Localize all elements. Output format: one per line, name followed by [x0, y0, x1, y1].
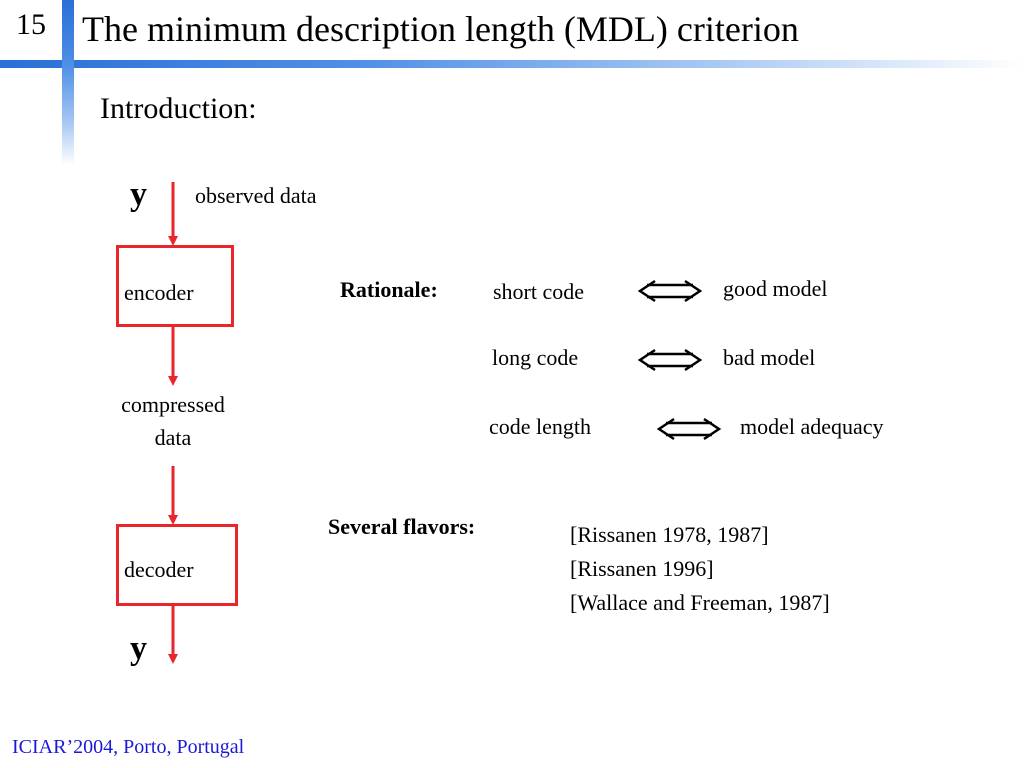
rationale-left-2: long code	[492, 345, 579, 370]
reference-list: [Rissanen 1978, 1987] [Rissanen 1996] [W…	[570, 518, 830, 620]
encoder-box	[116, 245, 234, 327]
double-arrow-icon	[637, 348, 703, 372]
output-symbol: y	[130, 630, 147, 667]
footer-text: ICIAR’2004, Porto, Portugal	[12, 736, 245, 758]
compressed-label-line2: data	[154, 425, 192, 450]
reference-item: [Wallace and Freeman, 1987]	[570, 590, 830, 615]
rationale-right-3: model adequacy	[740, 414, 884, 439]
flavors-heading: Several flavors:	[328, 514, 476, 539]
decoder-label: decoder	[124, 557, 194, 582]
input-label: observed data	[195, 183, 317, 208]
decoder-box	[116, 524, 238, 606]
encoder-label: encoder	[124, 280, 194, 305]
rationale-left-3: code length	[489, 414, 592, 439]
double-arrow-icon	[656, 417, 722, 441]
section-heading: Introduction:	[100, 92, 257, 125]
left-accent-bar	[62, 0, 74, 165]
reference-item: [Rissanen 1978, 1987]	[570, 522, 769, 547]
rationale-left-1: short code	[493, 279, 585, 304]
rationale-right-1: good model	[723, 276, 828, 301]
reference-item: [Rissanen 1996]	[570, 556, 714, 581]
title-underline-bar	[0, 60, 1024, 68]
rationale-right-2: bad model	[723, 345, 816, 370]
slide-title: The minimum description length (MDL) cri…	[82, 9, 799, 49]
compressed-label-line1: compressed	[121, 392, 225, 417]
slide-number: 15	[16, 8, 46, 41]
input-symbol: y	[130, 176, 147, 213]
double-arrow-icon	[637, 279, 703, 303]
rationale-heading: Rationale:	[340, 277, 438, 302]
